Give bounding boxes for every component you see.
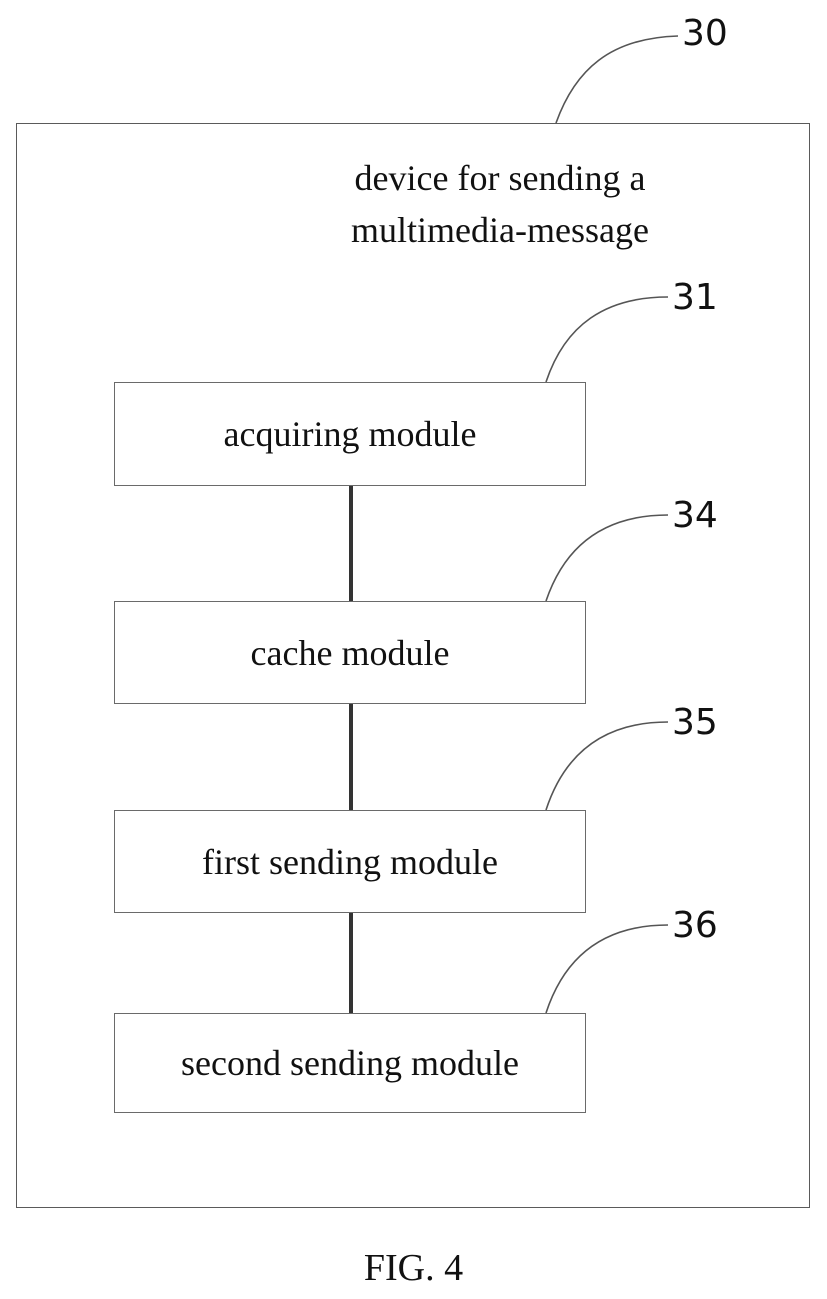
second-sending-module-label: second sending module <box>181 1042 519 1084</box>
leader-line-30 <box>556 36 678 123</box>
first-sending-module-label: first sending module <box>202 841 498 883</box>
ref-label-30: 30 <box>682 14 728 54</box>
first-sending-module-box: first sending module <box>114 810 586 913</box>
ref-label-36: 36 <box>672 906 718 946</box>
ref-label-35: 35 <box>672 703 718 743</box>
device-title-line-1: device for sending a <box>300 152 700 204</box>
ref-label-34: 34 <box>672 496 718 536</box>
cache-module-box: cache module <box>114 601 586 704</box>
second-sending-module-box: second sending module <box>114 1013 586 1113</box>
ref-label-31: 31 <box>672 278 718 318</box>
acquiring-module-label: acquiring module <box>224 413 477 455</box>
cache-module-label: cache module <box>251 632 450 674</box>
figure-caption: FIG. 4 <box>0 1246 827 1290</box>
device-title: device for sending a multimedia-message <box>300 152 700 256</box>
acquiring-module-box: acquiring module <box>114 382 586 486</box>
device-title-line-2: multimedia-message <box>300 204 700 256</box>
